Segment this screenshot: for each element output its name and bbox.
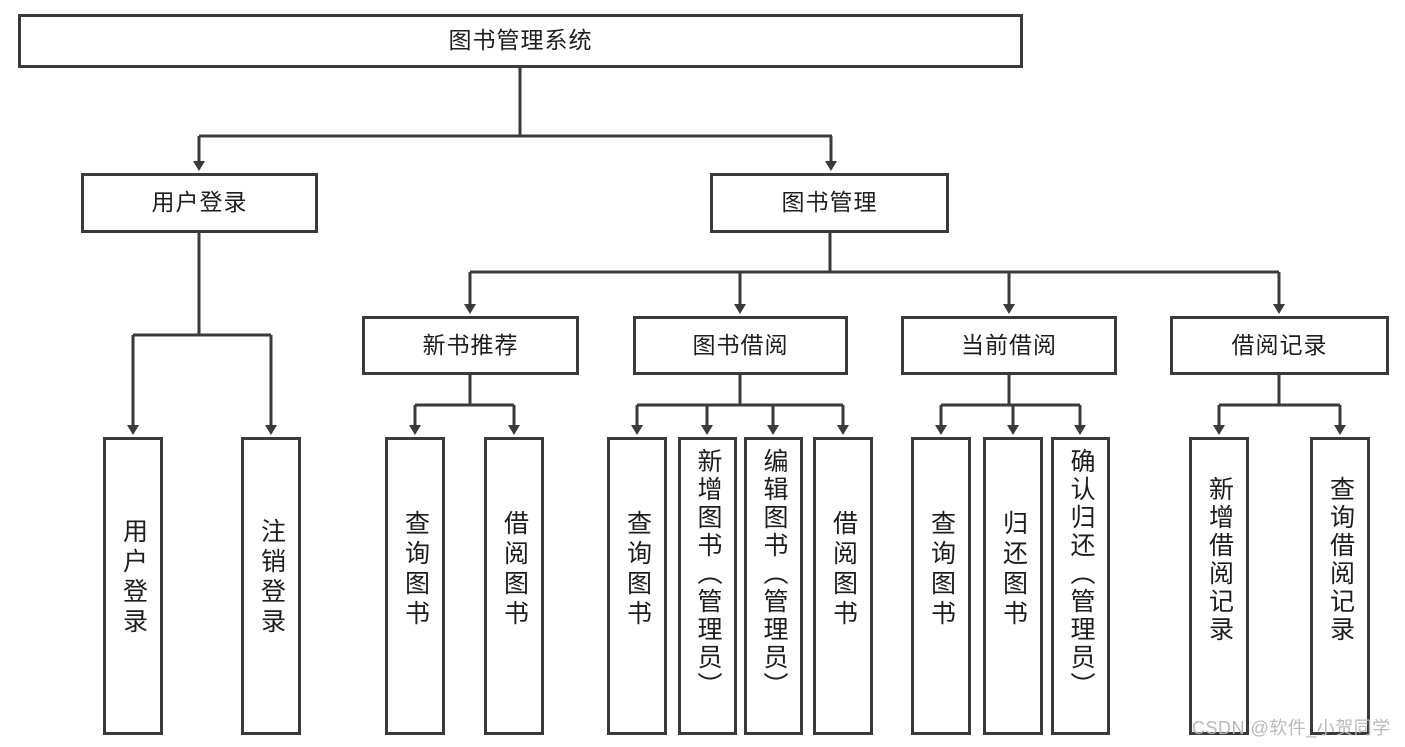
node-leaf-return-book-label: 归还图书 xyxy=(999,510,1028,630)
node-leaf-user-login-label: 用户登录 xyxy=(119,518,148,638)
node-book-manage[interactable]: 图书管理 xyxy=(710,173,949,233)
node-leaf-query-book-3-label: 查询图书 xyxy=(927,510,956,630)
node-leaf-query-book-1[interactable]: 查询图书 xyxy=(385,437,445,735)
node-leaf-edit-book[interactable]: 编辑图书（管理员） xyxy=(744,437,803,735)
node-book-manage-label: 图书管理 xyxy=(781,189,878,216)
node-borrow-record[interactable]: 借阅记录 xyxy=(1170,316,1389,375)
node-leaf-query-book-3[interactable]: 查询图书 xyxy=(911,437,971,735)
node-leaf-user-login[interactable]: 用户登录 xyxy=(103,437,163,735)
node-leaf-borrow-book-2-label: 借阅图书 xyxy=(829,510,858,630)
node-leaf-add-book[interactable]: 新增图书（管理员） xyxy=(678,437,737,735)
node-leaf-add-record[interactable]: 新增借阅记录 xyxy=(1189,437,1249,735)
node-root[interactable]: 图书管理系统 xyxy=(18,14,1023,68)
node-leaf-query-book-2[interactable]: 查询图书 xyxy=(607,437,667,735)
node-current-borrow-label: 当前借阅 xyxy=(961,331,1057,358)
node-root-label: 图书管理系统 xyxy=(448,27,593,54)
node-leaf-logout-label: 注销登录 xyxy=(257,518,286,638)
node-leaf-return-book[interactable]: 归还图书 xyxy=(983,437,1043,735)
node-leaf-add-record-label: 新增借阅记录 xyxy=(1205,476,1234,644)
watermark-text: CSDN @软件_小贺同学 xyxy=(1192,718,1391,738)
node-leaf-query-book-2-label: 查询图书 xyxy=(623,510,652,630)
node-leaf-borrow-book-1-label: 借阅图书 xyxy=(500,510,529,630)
node-book-borrow[interactable]: 图书借阅 xyxy=(633,316,848,375)
node-book-borrow-label: 图书借阅 xyxy=(692,331,789,358)
node-leaf-borrow-book-1[interactable]: 借阅图书 xyxy=(484,437,544,735)
node-leaf-confirm-return-label: 确认归还（管理员） xyxy=(1067,448,1095,700)
node-leaf-query-book-1-label: 查询图书 xyxy=(401,510,430,630)
node-user-login[interactable]: 用户登录 xyxy=(81,173,318,233)
node-leaf-borrow-book-2[interactable]: 借阅图书 xyxy=(813,437,873,735)
node-leaf-logout[interactable]: 注销登录 xyxy=(241,437,301,735)
node-current-borrow[interactable]: 当前借阅 xyxy=(901,316,1117,375)
node-leaf-add-book-label: 新增图书（管理员） xyxy=(694,448,722,700)
node-leaf-confirm-return[interactable]: 确认归还（管理员） xyxy=(1051,437,1110,735)
node-new-book-recommend[interactable]: 新书推荐 xyxy=(362,316,579,375)
node-leaf-query-record-label: 查询借阅记录 xyxy=(1326,476,1355,644)
node-user-login-label: 用户登录 xyxy=(151,189,248,216)
node-leaf-query-record[interactable]: 查询借阅记录 xyxy=(1310,437,1370,735)
node-new-book-recommend-label: 新书推荐 xyxy=(422,331,519,358)
node-borrow-record-label: 借阅记录 xyxy=(1231,331,1328,358)
node-leaf-edit-book-label: 编辑图书（管理员） xyxy=(760,448,788,700)
